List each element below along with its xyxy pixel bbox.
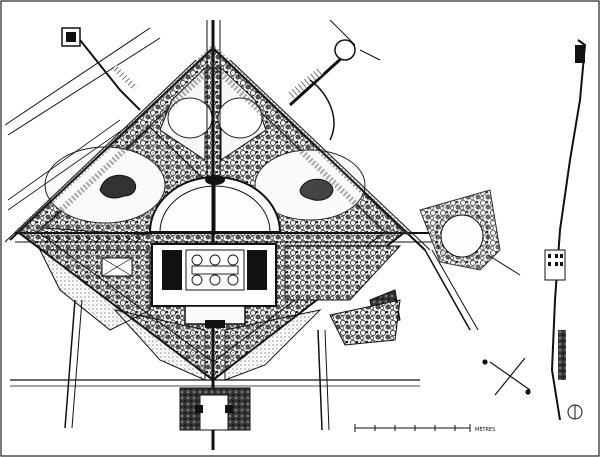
parterre-knots <box>191 254 239 286</box>
field-south-right <box>224 309 322 381</box>
chevron-row <box>44 235 141 243</box>
side-elevation <box>544 39 587 421</box>
grove-east <box>284 245 402 301</box>
tree-clump-west <box>99 174 137 199</box>
chateau-wing-east <box>247 250 267 290</box>
ne-gatehouse <box>334 39 356 61</box>
elevation-tower <box>575 45 585 63</box>
se-woods <box>329 299 401 346</box>
tree-clump-east <box>299 178 334 201</box>
chateau-court <box>185 249 245 291</box>
oval-north-left <box>167 97 213 139</box>
tree-border-north <box>10 43 413 235</box>
entrance-steps <box>205 320 225 328</box>
chateau-wing-west <box>162 250 182 290</box>
nw-stairs <box>112 65 138 91</box>
scale-label: MÈTRES <box>475 425 495 433</box>
basin-north <box>205 175 225 185</box>
scale-bar <box>354 424 471 432</box>
south-gate <box>199 394 229 431</box>
north-arrow-icon <box>482 357 531 396</box>
ne-stairs <box>287 67 324 100</box>
oval-north-right <box>217 97 263 139</box>
